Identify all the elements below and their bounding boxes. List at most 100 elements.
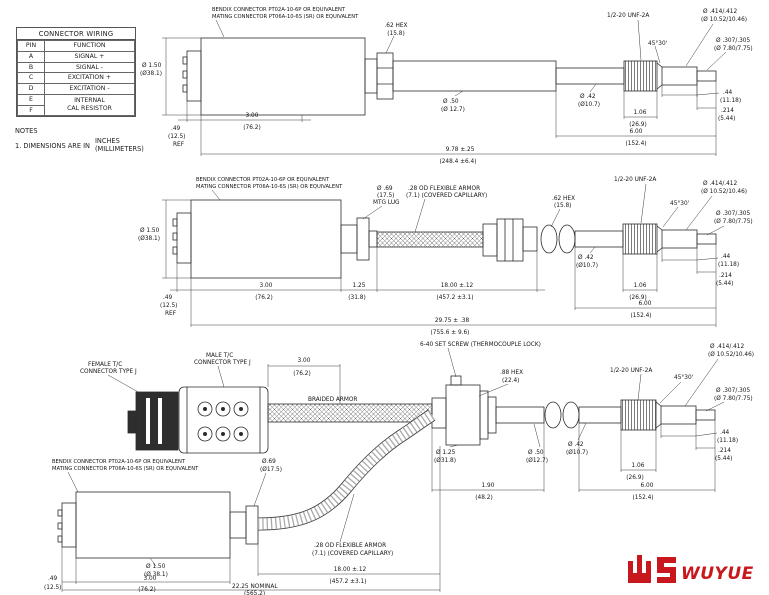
d3-stem-length: 6.00 xyxy=(641,483,654,489)
notes-section: NOTES 1. DIMENSIONS ARE IN INCHES (MILLI… xyxy=(15,127,144,157)
merged-function-line2: CAL RESISTOR xyxy=(67,105,112,112)
function-cell: SIGNAL - xyxy=(44,61,135,74)
d3-armor-length: 18.00 ±.12 xyxy=(334,567,367,573)
d3-hex-mm: (22.4) xyxy=(502,378,519,384)
d3-fitting-dia-mm: (Ø31.8) xyxy=(434,457,456,464)
hex-end-view xyxy=(562,401,580,429)
drawing-2-labels: BENDIX CONNECTOR PT02A-10-6P OR EQUIVALE… xyxy=(138,177,753,336)
d1-land-length-mm: (11.18) xyxy=(720,98,741,104)
d2-thread-length: 1.06 xyxy=(634,283,647,289)
probe-tube xyxy=(392,60,557,92)
d2-land-length: .44 xyxy=(721,254,731,260)
d3-armor-label-line2: (7.1) (COVERED CAPILLARY) xyxy=(312,551,393,557)
connector-cap xyxy=(61,502,77,548)
d1-rod-dia: Ø .42 xyxy=(580,93,596,100)
d1-bendix-label-line2: MATING CONNECTOR PT06A-10-6S (SR) OR EQU… xyxy=(212,14,359,20)
d3-tip-length-mm: (5.44) xyxy=(715,456,732,462)
probe-tip xyxy=(696,70,717,82)
wuyue-logo-mark xyxy=(628,555,676,583)
connector-cap xyxy=(186,50,202,102)
drawing-1-dimension-lines xyxy=(162,19,727,156)
terminal-screw xyxy=(197,426,213,442)
pin-cell: F xyxy=(17,104,45,117)
d3-lug-dia-mm: (Ø17.5) xyxy=(260,466,282,473)
d2-total-length-mm: (755.6 ± 9.6) xyxy=(431,330,470,336)
tip-land xyxy=(660,405,697,425)
table-row: E INTERNAL CAL RESISTOR xyxy=(17,93,135,117)
fitting-flange xyxy=(487,396,497,434)
function-cell-merged: INTERNAL CAL RESISTOR xyxy=(44,93,135,117)
d3-cable-length-mm: (76.2) xyxy=(293,371,310,377)
d2-armor-label-line2: (7.1) (COVERED CAPILLARY) xyxy=(406,193,487,199)
tip-land xyxy=(661,229,698,249)
d1-tip-dia: Ø .307/.305 xyxy=(716,37,750,44)
connector-pin-nub xyxy=(57,522,63,530)
d2-chamfer-angle: 45°30' xyxy=(670,201,690,207)
drawing-3-shapes xyxy=(57,375,716,559)
d3-tip-dia-mm: (Ø 7.80/7.75) xyxy=(714,395,753,402)
wiring-table-title: CONNECTOR WIRING xyxy=(17,28,135,40)
d1-land-dia: Ø .414/.412 xyxy=(703,8,737,15)
d3-rod-dia: Ø .42 xyxy=(568,441,584,448)
d1-bendix-label-line1: BENDIX CONNECTOR PT02A-10-6P OR EQUIVALE… xyxy=(212,7,346,13)
fitting-body xyxy=(496,218,524,262)
wuyue-logo-text: WUYUE xyxy=(681,564,754,584)
transducer-body xyxy=(190,199,342,279)
d3-stem-length-mm: (152.4) xyxy=(632,495,653,501)
table-row: D EXCITATION - xyxy=(17,83,135,95)
d2-land-dia: Ø .414/.412 xyxy=(703,180,737,187)
d2-body-length: 3.00 xyxy=(260,283,273,289)
d3-setscrew-label: 6-40 SET SCREW (THERMOCOUPLE LOCK) xyxy=(420,342,541,348)
d3-rod-dia-mm: (Ø10.7) xyxy=(566,449,588,456)
hex-end-view xyxy=(540,224,558,254)
note-item-1: 1. DIMENSIONS ARE IN xyxy=(15,142,90,150)
d1-body-length: 3.00 xyxy=(246,113,259,119)
d3-tip-dia: Ø .307/.305 xyxy=(716,387,750,394)
d2-body-dia: Ø 1.50 xyxy=(140,227,160,234)
function-cell: EXCITATION - xyxy=(44,83,135,95)
connector-cap xyxy=(176,212,192,264)
d1-tip-dia-mm: (Ø 7.80/7.75) xyxy=(714,45,753,52)
probe-tube xyxy=(495,406,545,424)
connector-pin-nub xyxy=(182,56,188,65)
probe-tip xyxy=(696,233,717,245)
d2-total-length: 29.75 ± .38 xyxy=(435,318,470,324)
d3-land-length-mm: (11.18) xyxy=(717,438,738,444)
note-unit-inches: INCHES xyxy=(94,137,120,145)
d1-land-length: .44 xyxy=(723,90,733,96)
d3-male-label-line2: CONNECTOR TYPE J xyxy=(194,360,251,366)
d2-armor-length: 18.00 ±.12 xyxy=(441,283,474,289)
wuyue-logo: WUYUE xyxy=(624,551,769,593)
d1-tube-dia: Ø .50 xyxy=(443,98,459,105)
d3-land-dia-mm: (Ø 10.52/10.46) xyxy=(708,351,754,358)
d2-bendix-label-line2: MATING CONNECTOR PT06A-10-6S (SR) OR EQU… xyxy=(196,184,343,190)
d1-body-length-mm: (76.2) xyxy=(243,125,260,131)
d1-land-dia-mm: (Ø 10.52/10.46) xyxy=(701,16,747,23)
d3-fitting-length-mm: (48.2) xyxy=(475,495,492,501)
d3-land-dia: Ø .414/.412 xyxy=(710,343,744,350)
d1-stem-length-mm: (152.4) xyxy=(625,141,646,147)
flexible-conduit-ribs xyxy=(257,410,435,530)
d1-thread-label: 1/2-20 UNF-2A xyxy=(607,13,649,19)
d1-body-dia-mm: (Ø38.1) xyxy=(140,70,162,77)
female-tc-connector xyxy=(135,391,179,451)
d2-armor-length-mm: (457.2 ±3.1) xyxy=(436,295,473,301)
flexible-armor-band xyxy=(376,231,484,248)
d2-thread-label: 1/2-20 UNF-2A xyxy=(614,177,656,183)
connector-pin-nub xyxy=(182,84,188,93)
d1-ref-mm: (12.5) xyxy=(168,134,185,140)
terminal-screw xyxy=(233,401,249,417)
d2-lug-dia: Ø .69 xyxy=(377,185,393,192)
connector-wiring-table: CONNECTOR WIRING PIN FUNCTION A SIGNAL +… xyxy=(16,27,136,118)
d1-hex-label: .62 HEX xyxy=(384,23,407,29)
d2-rod-dia-mm: (Ø10.7) xyxy=(576,262,598,269)
d3-male-label-line1: MALE T/C xyxy=(206,353,233,359)
d3-tip-length: .214 xyxy=(718,448,731,454)
drawing-1-labels: BENDIX CONNECTOR PT02A-10-6P OR EQUIVALE… xyxy=(140,7,753,165)
table-row: B SIGNAL - xyxy=(17,61,135,74)
d1-thread-length: 1.06 xyxy=(634,110,647,116)
terminal-screw xyxy=(197,401,213,417)
d1-total-length-mm: (248.4 ±6.4) xyxy=(439,159,476,165)
